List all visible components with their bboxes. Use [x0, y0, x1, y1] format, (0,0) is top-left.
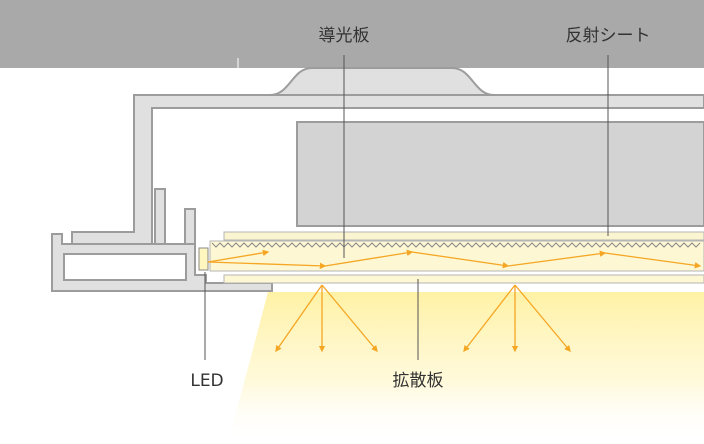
ceiling	[0, 0, 704, 68]
reflective-sheet	[223, 231, 704, 241]
light-ray-arrow-icon	[324, 249, 414, 267]
light-ray-arrow-icon	[207, 249, 270, 263]
light-ray-arrow-icon	[507, 250, 607, 267]
light-ray-arrow-icon	[275, 284, 323, 353]
mounting-bracket	[269, 67, 495, 96]
leader-lines	[204, 55, 609, 360]
label-light-guide: 導光板	[319, 26, 370, 46]
led-chip-icon	[198, 247, 209, 271]
light-guide-plate	[209, 240, 704, 272]
light-ray-arrow-icon	[321, 284, 378, 352]
label-reflective-sheet: 反射シート	[566, 26, 651, 46]
emitted-light-rays	[275, 284, 571, 353]
light-ray-arrow-icon	[514, 284, 571, 352]
light-ray-arrow-icon	[207, 261, 327, 270]
light-ray-arrow-icon	[463, 284, 516, 353]
label-led: LED	[190, 371, 223, 391]
light-guide-rays	[207, 249, 702, 270]
diffuser-plate	[223, 274, 704, 284]
light-ray-arrow-icon	[411, 251, 510, 269]
bottom-frame-cavity	[63, 253, 187, 281]
frame-rail-left	[154, 188, 166, 247]
label-diffuser: 拡散板	[393, 371, 444, 391]
internal-panel	[296, 121, 704, 227]
light-beam	[228, 292, 704, 444]
light-guide-pattern	[211, 242, 701, 248]
light-ray-arrow-icon	[604, 252, 702, 269]
